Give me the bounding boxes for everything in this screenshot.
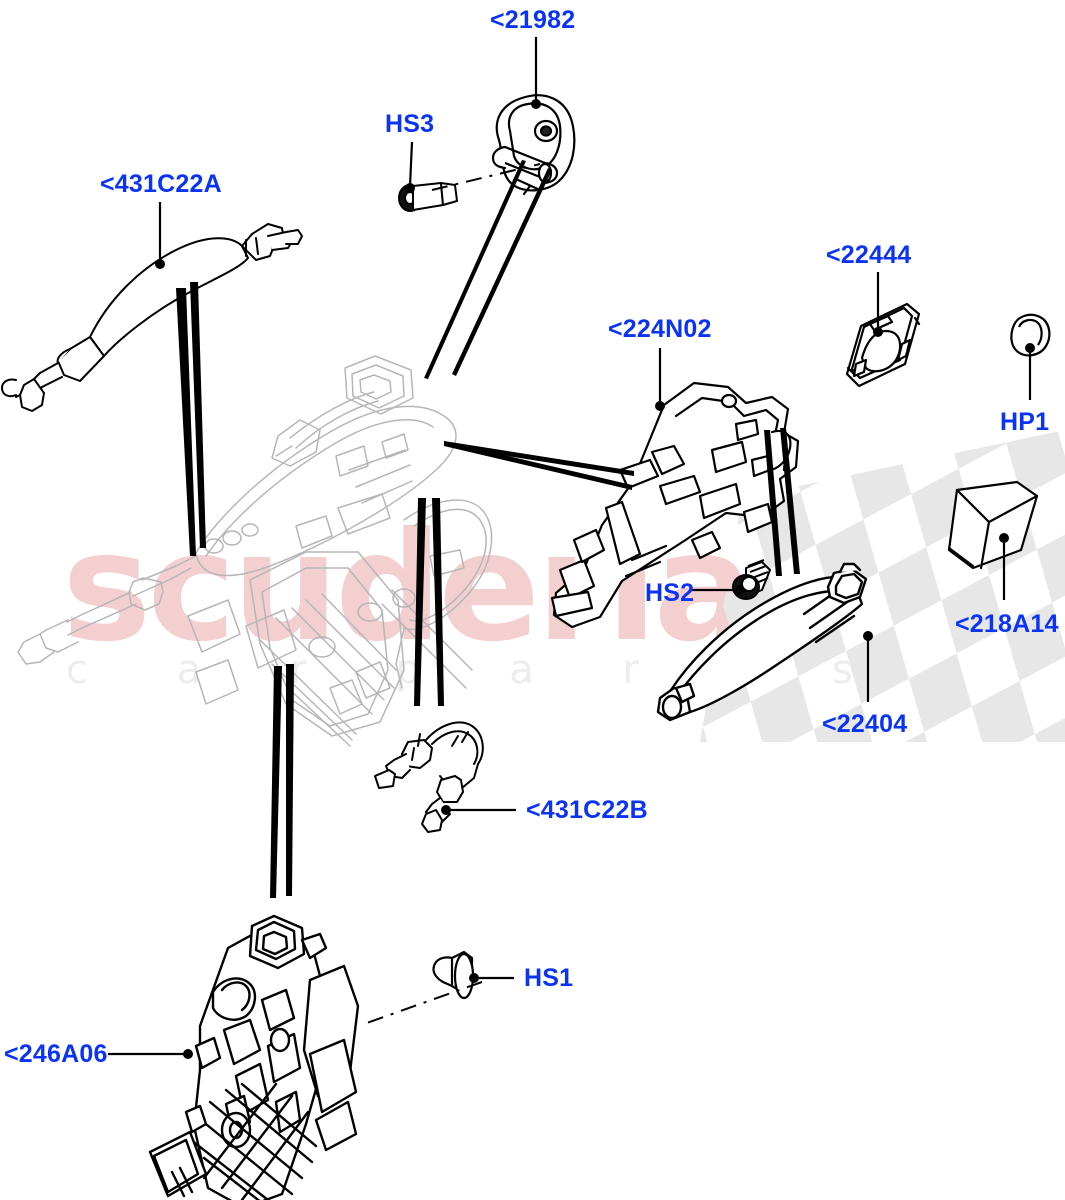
assembly-relation-lines	[176, 160, 800, 898]
assembly-axis-dashed-lines	[363, 163, 541, 1025]
callout-431c22a[interactable]: <431C22A	[100, 170, 222, 198]
callout-22404[interactable]: <22404	[822, 710, 908, 738]
part-22404-exterior-handle	[656, 562, 868, 722]
part-431c22a-release-cable	[1, 223, 303, 412]
callout-22444[interactable]: <22444	[826, 241, 912, 269]
part-22444-handle-bezel	[845, 302, 921, 388]
part-hs1-screw	[432, 950, 475, 1000]
callout-hp1[interactable]: HP1	[1000, 408, 1050, 436]
leader-lines	[108, 37, 1035, 1059]
part-hp1-blanking-plug	[1010, 313, 1051, 357]
part-21982-door-striker	[491, 94, 576, 196]
callout-hs3[interactable]: HS3	[385, 110, 435, 138]
part-431c22b-latch-cable	[374, 721, 484, 833]
callout-431c22b[interactable]: <431C22B	[526, 796, 648, 824]
callout-218a14[interactable]: <218A14	[955, 610, 1059, 638]
callout-246a06[interactable]: <246A06	[4, 1040, 108, 1068]
callout-224n02[interactable]: <224N02	[608, 315, 712, 343]
part-246a06-door-latch	[148, 914, 360, 1200]
callout-hs2[interactable]: HS2	[645, 579, 695, 607]
callout-21982[interactable]: <21982	[490, 6, 576, 34]
callout-hs1[interactable]: HS1	[524, 964, 574, 992]
part-218a14-handle-end-cap	[947, 480, 1039, 570]
part-hs2-screw	[732, 559, 771, 600]
ghost-handle-assembly	[17, 355, 493, 747]
